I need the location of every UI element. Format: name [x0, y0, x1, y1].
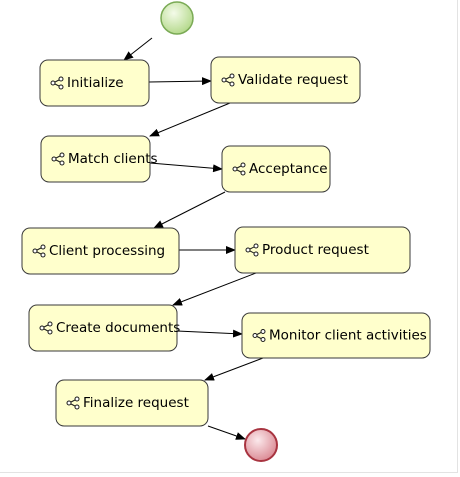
process-share-icon [232, 162, 246, 176]
task-box [241, 312, 431, 359]
process-share-icon [50, 76, 64, 90]
process-share-icon [32, 244, 46, 258]
start-event[interactable] [160, 1, 194, 35]
process-share-icon [252, 329, 266, 342]
task-label: Match clients [68, 151, 158, 167]
sequence-flow-acceptance-to-client-processing[interactable] [153, 191, 226, 229]
process-share-icon [245, 243, 259, 257]
task-box [55, 379, 209, 427]
task-initialize[interactable]: Initialize [39, 59, 150, 107]
task-box [21, 227, 180, 275]
task-label: Acceptance [249, 161, 328, 177]
task-box [221, 145, 331, 193]
task-box [234, 226, 411, 274]
task-box [40, 135, 151, 183]
task-create-documents[interactable]: Create documents [28, 304, 180, 352]
sequence-flow-initialize-to-validate-request[interactable] [148, 77, 212, 86]
task-box [28, 304, 178, 352]
end-event[interactable] [244, 428, 278, 462]
task-acceptance[interactable]: Acceptance [221, 145, 331, 193]
sequence-flow-monitor-client-activities-to-finalize-request[interactable] [204, 357, 264, 381]
sequence-flow-match-clients-to-acceptance[interactable] [149, 162, 223, 173]
task-label: Validate request [238, 72, 348, 88]
process-share-icon [221, 73, 235, 87]
sequence-flow-finalize-request-to-end[interactable] [207, 425, 246, 440]
task-label: Finalize request [83, 395, 189, 411]
task-finalize-request[interactable]: Finalize request [55, 379, 209, 427]
process-share-icon [39, 321, 53, 335]
task-box [210, 56, 361, 104]
task-product-request[interactable]: Product request [234, 226, 411, 274]
task-label: Create documents [56, 320, 180, 336]
process-share-icon [66, 396, 80, 410]
task-label: Product request [262, 242, 369, 258]
sequence-flow-product-request-to-create-documents[interactable] [172, 272, 257, 306]
task-label: Client processing [49, 243, 165, 259]
task-validate-request[interactable]: Validate request [210, 56, 361, 104]
task-client-processing[interactable]: Client processing [21, 227, 180, 275]
task-box [39, 59, 150, 107]
process-share-icon [51, 152, 65, 166]
sequence-flow-start-to-initialize[interactable] [123, 37, 153, 61]
task-label: Initialize [67, 75, 124, 91]
task-monitor-client-activities[interactable]: Monitor client activities [241, 312, 431, 359]
sequence-flows [123, 37, 264, 440]
task-match-clients[interactable]: Match clients [40, 135, 158, 183]
sequence-flow-create-documents-to-monitor-client-activities[interactable] [176, 329, 243, 338]
task-label: Monitor client activities [269, 328, 427, 344]
sequence-flow-validate-request-to-match-clients[interactable] [149, 102, 231, 137]
